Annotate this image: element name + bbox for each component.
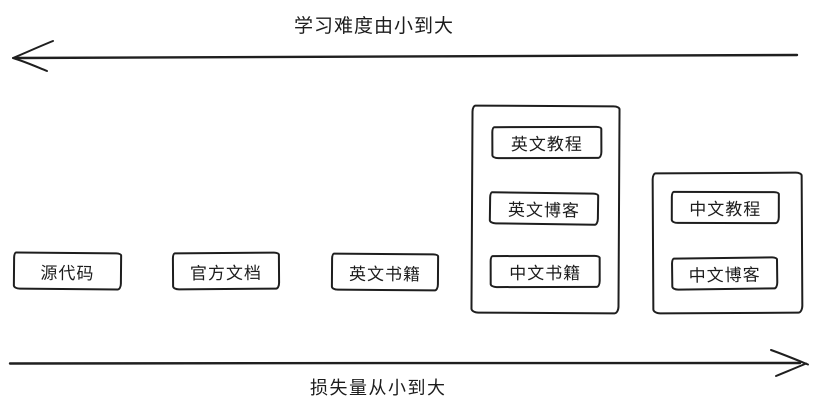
top-axis-label: 学习难度由小到大 [294,16,455,37]
group-english-resources: 英文教程 英文博客 中文书籍 [470,104,621,315]
node-label: 中文书籍 [509,263,582,284]
node-english-tutorials: 英文教程 [491,125,603,160]
node-chinese-books: 中文书籍 [489,254,601,289]
node-chinese-tutorials: 中文教程 [670,190,780,225]
node-source-code: 源代码 [12,251,123,291]
bottom-axis-label: 损失量从小到大 [310,378,447,398]
node-label: 源代码 [40,263,95,283]
node-label: 中文博客 [688,265,761,286]
node-chinese-blogs: 中文博客 [670,256,779,291]
node-label: 英文书籍 [348,264,422,284]
group-chinese-resources: 中文教程 中文博客 [651,171,804,315]
right-arrow [8,349,809,377]
node-label: 中文教程 [689,199,762,220]
node-label: 英文博客 [507,200,581,221]
left-arrow [12,40,799,72]
node-english-books: 英文书籍 [330,252,440,292]
node-official-docs: 官方文档 [171,251,281,291]
node-label: 官方文档 [189,263,263,283]
node-english-blogs: 英文博客 [488,191,600,226]
node-label: 英文教程 [510,134,583,155]
